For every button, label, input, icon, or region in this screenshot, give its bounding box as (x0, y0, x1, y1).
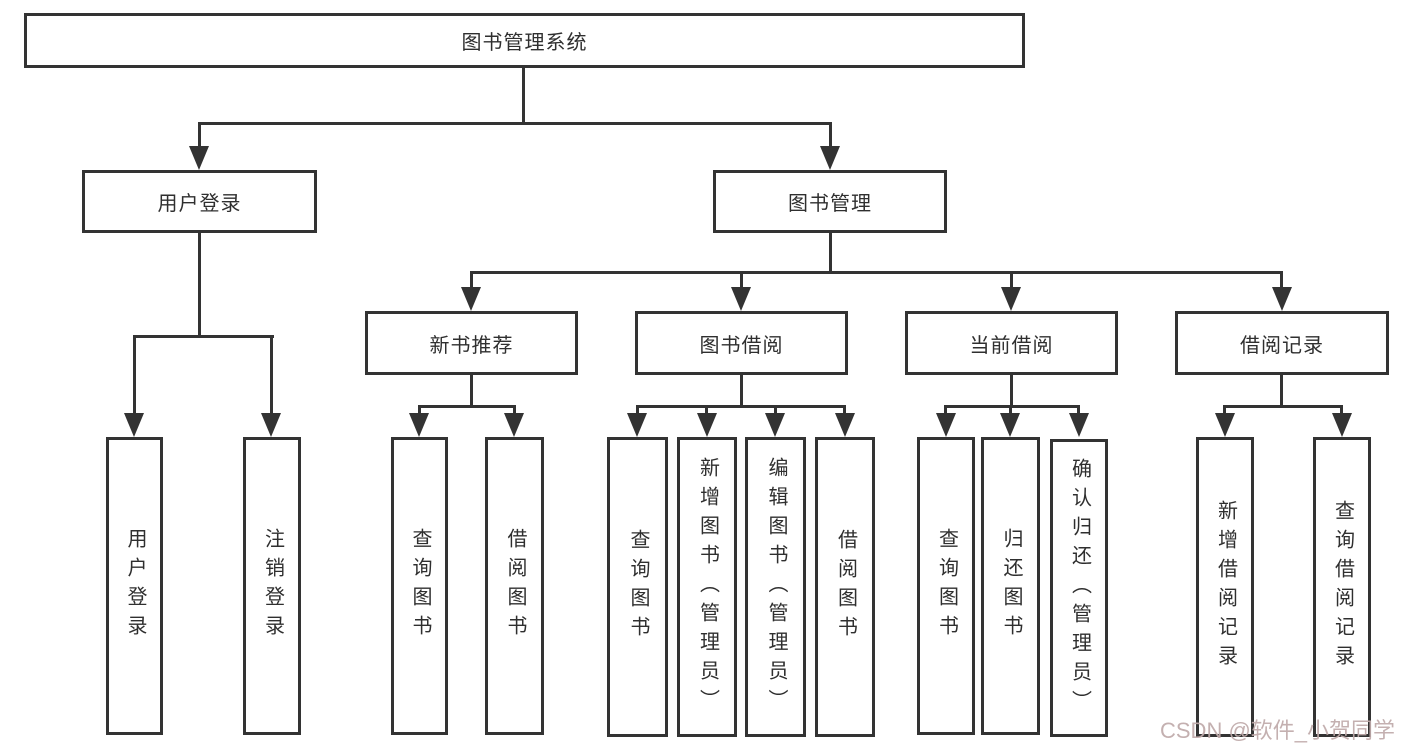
leaf-user-login: 用户登录 (106, 437, 163, 735)
leaf-nbr-borrow-books: 借阅图书 (485, 437, 544, 735)
arrowhead-bb-borrow (835, 413, 855, 437)
leaf-nbr-borrow-books-label: 借阅图书 (504, 528, 526, 644)
node-user-login-label: 用户登录 (157, 193, 242, 215)
connector-drop-cb-query (944, 405, 947, 417)
connector-drop-bb-edit (774, 405, 777, 417)
connector-book-borrow-rail (636, 405, 846, 408)
leaf-logout-label: 注销登录 (261, 528, 284, 644)
leaf-br-query-record-label: 查询借阅记录 (1331, 500, 1354, 674)
node-book-mgmt-label: 图书管理 (788, 193, 872, 215)
leaf-cb-confirm-return-admin-label: 确认归还（管理员） (1068, 457, 1091, 719)
arrowhead-leaf-logout (261, 413, 281, 437)
node-borrow-records-label: 借阅记录 (1240, 334, 1324, 357)
node-new-book-rec-label: 新书推荐 (429, 334, 514, 357)
arrowhead-new-book-rec (461, 287, 481, 311)
connector-book-mgmt-rail (470, 271, 1283, 274)
connector-drop-nbr-borrow (513, 405, 516, 417)
node-current-borrow: 当前借阅 (905, 311, 1118, 375)
node-book-mgmt: 图书管理 (713, 170, 947, 233)
connector-drop-bb-query (636, 405, 639, 417)
connector-drop-leaf-user-login (133, 335, 136, 415)
leaf-bb-borrow-books: 借阅图书 (815, 437, 875, 737)
node-borrow-records: 借阅记录 (1175, 311, 1389, 375)
leaf-logout: 注销登录 (243, 437, 301, 735)
connector-user-login-rail (133, 335, 274, 338)
connector-book-borrow-stub (740, 375, 743, 407)
connector-drop-bb-add (705, 405, 708, 417)
node-user-login: 用户登录 (82, 170, 317, 233)
leaf-user-login-label: 用户登录 (124, 528, 146, 644)
leaf-br-add-record: 新增借阅记录 (1196, 437, 1254, 737)
connector-drop-nbr-query (418, 405, 421, 417)
connector-drop-cb-return (1009, 405, 1012, 417)
connector-new-book-rec-stub (470, 375, 473, 407)
leaf-cb-confirm-return-admin: 确认归还（管理员） (1050, 439, 1108, 737)
arrowhead-nbr-query (409, 413, 429, 437)
leaf-bb-edit-books-admin: 编辑图书（管理员） (745, 437, 806, 737)
node-new-book-rec: 新书推荐 (365, 311, 578, 375)
leaf-bb-query-books-label: 查询图书 (627, 529, 649, 645)
connector-drop-user-login (198, 122, 201, 150)
arrowhead-borrow-records (1272, 287, 1292, 311)
arrowhead-br-query (1332, 413, 1352, 437)
arrowhead-cb-confirm (1069, 413, 1089, 437)
leaf-br-query-record: 查询借阅记录 (1313, 437, 1371, 737)
arrowhead-br-add (1215, 413, 1235, 437)
connector-borrow-records-rail (1223, 405, 1343, 408)
connector-borrow-records-stub (1280, 375, 1283, 407)
arrowhead-nbr-borrow (504, 413, 524, 437)
leaf-bb-borrow-books-label: 借阅图书 (834, 529, 857, 645)
leaf-bb-add-books-admin-label: 新增图书（管理员） (696, 456, 719, 718)
connector-drop-leaf-logout (270, 335, 273, 415)
leaf-br-add-record-label: 新增借阅记录 (1214, 500, 1237, 674)
connector-drop-br-query (1340, 405, 1343, 417)
connector-new-book-rec-rail (418, 405, 516, 408)
arrowhead-book-borrow (731, 287, 751, 311)
connector-drop-new-book-rec (470, 271, 473, 291)
connector-drop-bb-borrow (843, 405, 846, 417)
watermark: CSDN @软件_小贺同学 (1160, 718, 1396, 743)
connector-root-rail (198, 122, 832, 125)
node-book-borrow-label: 图书借阅 (699, 334, 784, 357)
arrowhead-cb-return (1000, 413, 1020, 437)
node-book-borrow: 图书借阅 (635, 311, 848, 375)
node-root: 图书管理系统 (24, 13, 1025, 68)
leaf-bb-add-books-admin: 新增图书（管理员） (677, 437, 737, 737)
arrowhead-bb-add (697, 413, 717, 437)
arrowhead-leaf-user-login (124, 413, 144, 437)
arrowhead-user-login (189, 146, 209, 170)
connector-current-borrow-stub (1010, 375, 1013, 407)
leaf-nbr-query-books-label: 查询图书 (409, 528, 431, 644)
connector-drop-current-borrow (1010, 271, 1013, 291)
connector-current-borrow-rail (944, 405, 1080, 408)
connector-book-mgmt-stub (829, 233, 832, 273)
connector-drop-borrow-records (1280, 271, 1283, 291)
leaf-cb-query-books: 查询图书 (917, 437, 975, 735)
arrowhead-book-mgmt (820, 146, 840, 170)
connector-drop-book-borrow (740, 271, 743, 291)
connector-drop-cb-confirm (1077, 405, 1080, 417)
connector-root-stub (522, 68, 525, 122)
arrowhead-bb-query (627, 413, 647, 437)
arrowhead-current-borrow (1001, 287, 1021, 311)
leaf-cb-query-books-label: 查询图书 (935, 528, 958, 644)
arrowhead-cb-query (936, 413, 956, 437)
arrowhead-bb-edit (765, 413, 785, 437)
connector-drop-book-mgmt (829, 122, 832, 150)
leaf-cb-return-books: 归还图书 (981, 437, 1040, 735)
connector-user-login-stub (198, 233, 201, 337)
node-root-label: 图书管理系统 (461, 32, 588, 54)
leaf-bb-query-books: 查询图书 (607, 437, 668, 737)
leaf-bb-edit-books-admin-label: 编辑图书（管理员） (765, 456, 787, 718)
leaf-cb-return-books-label: 归还图书 (1000, 528, 1022, 644)
leaf-nbr-query-books: 查询图书 (391, 437, 448, 735)
connector-drop-br-add (1223, 405, 1226, 417)
node-current-borrow-label: 当前借阅 (969, 334, 1054, 357)
